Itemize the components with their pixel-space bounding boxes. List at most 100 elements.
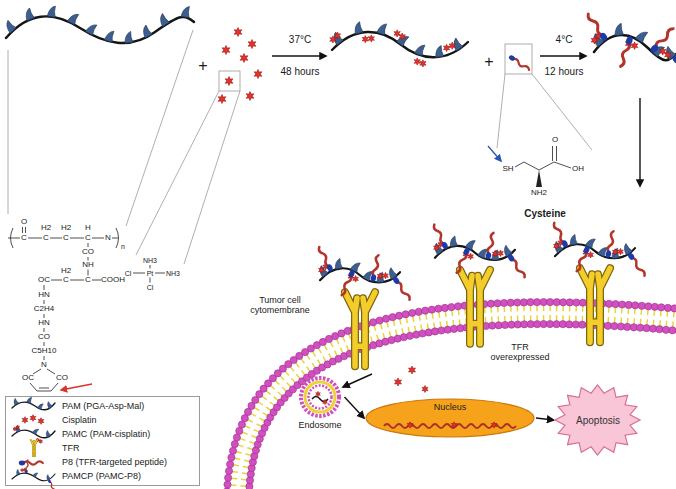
- lipid-head: [514, 299, 521, 306]
- maleimide-fin: [614, 23, 624, 35]
- guide-line: [136, 91, 219, 255]
- p8-peptide: [19, 461, 43, 466]
- p8-peptide: [392, 276, 412, 301]
- lipid-head: [658, 304, 665, 311]
- lipid-head: [415, 308, 422, 315]
- maleimide-fin: [44, 430, 51, 437]
- atom-label: C: [85, 276, 91, 284]
- maleimide-fin: [12, 398, 19, 405]
- polymer-backbone: [332, 32, 468, 57]
- peptide-head: [625, 36, 634, 46]
- cisplatin-star: [323, 399, 328, 404]
- maleimide-fin: [157, 13, 170, 27]
- atom-label: Cl: [147, 284, 154, 291]
- lipid-head: [662, 326, 669, 333]
- p8-peptide: [339, 269, 355, 296]
- lipid-head: [671, 305, 676, 312]
- node-label: Apoptosis: [576, 415, 620, 426]
- bond-line: [515, 146, 571, 170]
- lipid-head: [233, 434, 240, 441]
- cisplatin-star: [362, 36, 368, 43]
- lipid-head: [625, 301, 632, 308]
- lipid-head: [376, 317, 383, 324]
- maleimide-fin: [450, 37, 463, 51]
- lipid-head: [448, 304, 455, 311]
- pointer-arrow: [61, 384, 92, 390]
- p8-peptide: [627, 252, 647, 277]
- maleimide-fin: [635, 29, 648, 43]
- vesicle-core: [305, 382, 335, 412]
- peptide-head: [463, 247, 471, 256]
- lipid-head: [546, 321, 553, 328]
- atom-label: H2: [61, 267, 71, 275]
- peptide-tail: [619, 42, 631, 67]
- maleimide-fin: [104, 29, 114, 42]
- lipid-head: [617, 323, 624, 330]
- legend-text: P8 (TFR-targeted peptide): [62, 458, 167, 467]
- p8-peptide: [47, 479, 56, 489]
- lipid-head: [540, 299, 547, 306]
- peptide-tail: [340, 275, 352, 296]
- peptide-tail: [654, 27, 674, 48]
- node-label: Endosome: [296, 421, 343, 431]
- cisplatin-star: [377, 273, 383, 280]
- lipid-head: [229, 447, 236, 454]
- cisplatin-star: [248, 40, 256, 49]
- atom-label: H2: [61, 224, 71, 232]
- lipid-head: [231, 441, 238, 448]
- peptide-head: [561, 239, 569, 248]
- membrane-guide: [238, 313, 676, 489]
- peptide-head: [627, 252, 636, 261]
- lipid-head: [637, 324, 644, 331]
- tfr-receptor: [580, 268, 610, 342]
- cisplatin-star: [334, 32, 340, 39]
- peptide-head: [370, 274, 377, 282]
- peptide-head: [19, 461, 25, 466]
- p8-peptide: [649, 27, 675, 54]
- lipid-head: [507, 299, 514, 306]
- guide-line: [184, 91, 240, 264]
- atom-label: NH: [82, 261, 94, 269]
- maleimide-fin: [47, 5, 56, 17]
- peptide-head: [348, 269, 356, 278]
- cisplatin-star: [395, 378, 402, 386]
- burst-outline: [555, 385, 640, 455]
- lipid-head: [619, 301, 626, 308]
- cisplatin-star: [16, 425, 19, 429]
- peptide-tail: [553, 222, 566, 243]
- cisplatin-star: [451, 422, 457, 428]
- cisplatin-star: [225, 77, 233, 86]
- flow-arrow: [536, 418, 554, 420]
- cisplatin-star: [631, 42, 638, 50]
- lipid-head: [455, 303, 462, 310]
- legend-text: PAMC (PAM-cisplatin): [62, 430, 150, 439]
- lipid-head: [669, 327, 676, 334]
- condition-label: 48 hours: [281, 67, 320, 77]
- lipid-head: [560, 299, 567, 306]
- guide-line: [126, 30, 193, 226]
- lipid-head: [494, 300, 501, 307]
- cisplatin-star: [420, 60, 426, 67]
- lipid-head: [579, 299, 586, 306]
- peptide-tail: [396, 281, 411, 301]
- polymer-conjugate: [431, 223, 526, 279]
- peptide-tail: [512, 58, 530, 72]
- lipid-head: [402, 311, 409, 318]
- atom-label: O: [21, 218, 27, 226]
- cisplatin-star: [612, 249, 618, 256]
- legend-text: PAM (PGA-Asp-Mal): [62, 402, 144, 411]
- cisplatin-star: [492, 250, 498, 256]
- cisplatin-star: [39, 439, 42, 443]
- maleimide-fin: [181, 6, 190, 18]
- atom-label: NH3: [143, 257, 157, 264]
- lipid-head: [527, 321, 534, 328]
- receptor-outline: [460, 270, 490, 344]
- atom-label: HN: [38, 319, 50, 327]
- polymer-conjugate: [12, 460, 56, 489]
- atom-label: HN: [38, 291, 50, 299]
- cisplatin-star: [407, 422, 413, 428]
- p8-peptide: [507, 254, 527, 279]
- peptide-tail: [511, 259, 526, 279]
- cisplatin-star: [444, 44, 450, 51]
